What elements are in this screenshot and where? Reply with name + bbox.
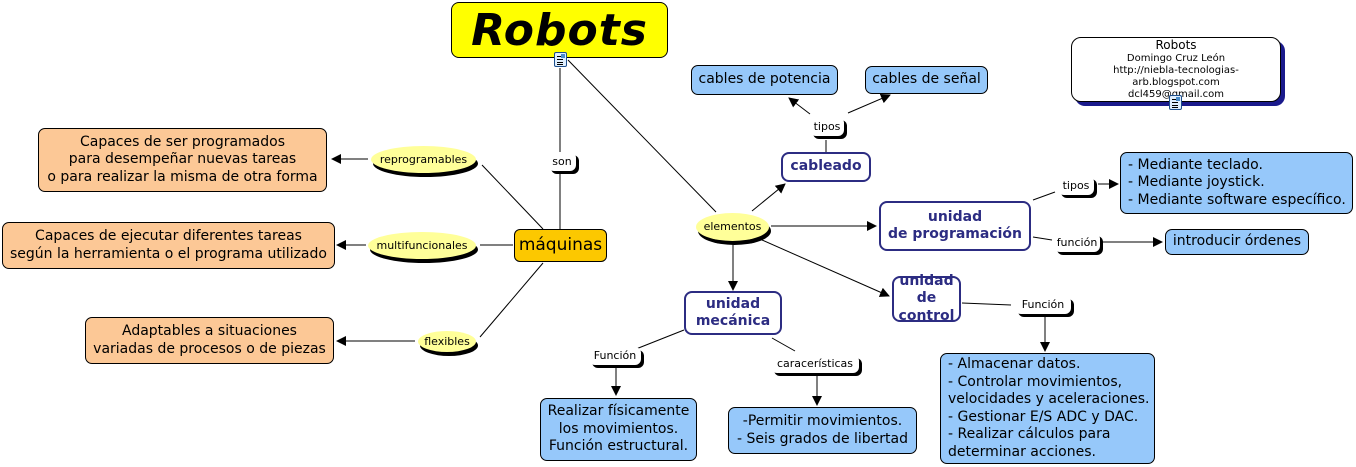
- concept-cables-senal[interactable]: cables de señal: [865, 66, 988, 94]
- link-caracteristicas[interactable]: caracerísticas: [771, 355, 859, 373]
- line-maquinas-flexibles: [479, 262, 544, 338]
- link-son[interactable]: son: [548, 152, 576, 171]
- line-robots-elementos: [567, 59, 717, 213]
- link-funcion-mecanica[interactable]: Función: [589, 347, 641, 365]
- concept-cableado[interactable]: cableado: [781, 152, 871, 182]
- info-author: Domingo Cruz León: [1126, 52, 1226, 64]
- concept-cables-potencia[interactable]: cables de potencia: [691, 65, 838, 95]
- concept-funciones-control[interactable]: - Almacenar datos. - Controlar movimient…: [940, 353, 1155, 464]
- link-tipos-cableado[interactable]: tipos: [810, 117, 844, 136]
- link-funcion-programacion[interactable]: función: [1054, 233, 1100, 252]
- concept-unidad-control[interactable]: unidad de control: [892, 273, 961, 324]
- info-url[interactable]: http://niebla-tecnologias-arb.blogspot.c…: [1113, 64, 1239, 88]
- line-programacion-tipos: [1032, 191, 1056, 201]
- line-programacion-funcion: [1032, 236, 1053, 241]
- document-icon[interactable]: [1169, 95, 1182, 110]
- arrow-tipos-potencia: [788, 97, 811, 115]
- link-reprogramables[interactable]: reprogramables: [371, 146, 476, 173]
- arrow-tipos-senal: [847, 93, 891, 114]
- concept-unidad-mecanica[interactable]: unidad mecánica: [684, 291, 782, 335]
- line-control-funcion: [961, 302, 1012, 306]
- info-title: Robots: [1155, 38, 1197, 53]
- concept-unidad-programacion[interactable]: unidad de programación: [879, 201, 1031, 251]
- info-email[interactable]: dcl459@gmail.com: [1128, 89, 1224, 101]
- arrow-elementos-control: [761, 239, 890, 297]
- link-funcion-control[interactable]: Función: [1015, 296, 1071, 314]
- concept-tipos-programacion[interactable]: - Mediante teclado. - Mediante joystick.…: [1120, 152, 1353, 214]
- concept-reprogramables-desc[interactable]: Capaces de ser programados para desempeñ…: [38, 128, 327, 192]
- line-mecanica-funcion: [635, 329, 685, 350]
- document-icon[interactable]: [554, 52, 567, 67]
- link-flexibles[interactable]: flexibles: [418, 331, 476, 352]
- concept-multifuncionales-desc[interactable]: Capaces de ejecutar diferentes tareas se…: [2, 222, 335, 269]
- link-elementos[interactable]: elementos: [696, 213, 769, 241]
- title-concept[interactable]: Robots: [451, 2, 668, 58]
- concept-caracteristicas-mecanica[interactable]: -Permitir movimientos. - Seis grados de …: [728, 407, 917, 454]
- concept-flexibles-desc[interactable]: Adaptables a situaciones variadas de pro…: [85, 317, 334, 364]
- line-maquinas-reprogramables: [481, 164, 544, 230]
- concept-maquinas[interactable]: máquinas: [514, 229, 607, 262]
- arrow-elementos-cableado: [751, 183, 786, 212]
- map-info-box: Robots Domingo Cruz León http://niebla-t…: [1071, 37, 1281, 102]
- link-tipos-programacion[interactable]: tipos: [1058, 176, 1094, 195]
- concept-funcion-mecanica[interactable]: Realizar físicamente los movimientos. Fu…: [540, 398, 697, 461]
- concept-introducir-ordenes[interactable]: introducir órdenes: [1165, 229, 1309, 255]
- line-mecanica-caracteristicas: [771, 337, 796, 352]
- link-multifuncionales[interactable]: multifuncionales: [368, 232, 476, 259]
